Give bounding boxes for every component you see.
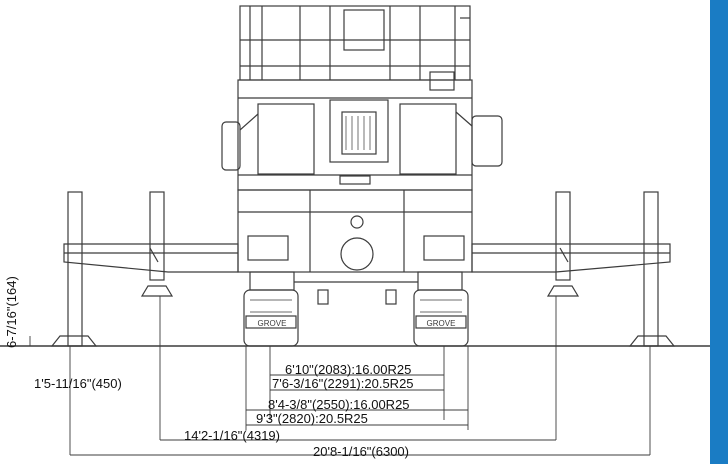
front-frame bbox=[237, 189, 473, 305]
accent-edge-stripe bbox=[710, 0, 728, 464]
dim-track-20-5r25: 7'6-3/16"(2291):20.5R25 bbox=[272, 376, 414, 391]
outrigger-jacks bbox=[67, 191, 659, 347]
outrigger-beam-left bbox=[63, 243, 239, 273]
dim-width-16-00r25: 8'4-3/8"(2550):16.00R25 bbox=[268, 397, 410, 412]
carrier-body bbox=[237, 79, 473, 191]
dimension-lines bbox=[29, 296, 651, 456]
dim-outrigger-mid-span: 14'2-1/16"(4319) bbox=[184, 428, 280, 443]
plate-left: GROVE bbox=[258, 319, 287, 328]
plate-right: GROVE bbox=[427, 319, 456, 328]
left-mirror bbox=[221, 121, 241, 171]
dim-track-16-00r25: 6'10"(2083):16.00R25 bbox=[285, 362, 412, 377]
outrigger-pads bbox=[50, 285, 676, 347]
dim-width-20-5r25: 9'3"(2820):20.5R25 bbox=[256, 411, 368, 426]
superstructure bbox=[239, 5, 471, 91]
dim-pad-offset: 1'5-11/16"(450) bbox=[34, 376, 122, 391]
dim-outrigger-full-span: 20'8-1/16"(6300) bbox=[313, 444, 409, 459]
dim-outrigger-pad-height: 6-7/16"(164) bbox=[4, 276, 19, 348]
tires bbox=[243, 289, 469, 347]
outrigger-beam-right bbox=[471, 243, 671, 273]
right-cab bbox=[471, 115, 503, 167]
